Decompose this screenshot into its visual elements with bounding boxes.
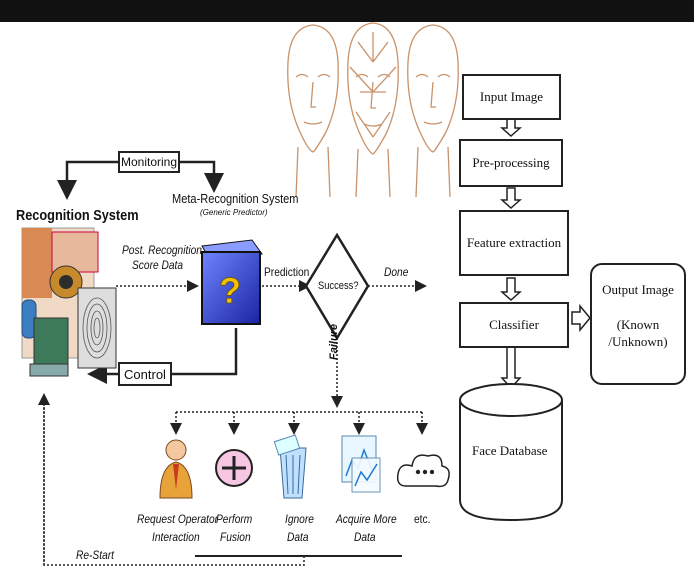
monitoring-line-left — [67, 162, 118, 195]
question-cube-icon: ? — [202, 240, 262, 324]
input-image-label: Input Image — [480, 89, 543, 105]
data-chart-icon — [342, 436, 380, 492]
action-label-ignore-2: Data — [287, 530, 309, 544]
fusion-plus-icon — [216, 450, 252, 486]
action-label-request-2: Interaction — [152, 530, 200, 544]
monitoring-line-right — [180, 162, 214, 188]
preprocessing-label: Pre-processing — [472, 155, 549, 171]
classifier-label: Classifier — [489, 317, 539, 333]
control-label: Control — [124, 367, 166, 382]
action-label-etc: etc. — [414, 512, 430, 526]
svg-text:?: ? — [219, 270, 241, 311]
control-line-right — [172, 328, 236, 374]
success-label: Success? — [318, 280, 359, 292]
score-data-label: Score Data — [132, 258, 183, 272]
output-image-box: Output Image (Known /Unknown) — [590, 263, 686, 385]
output-unknown-label: /Unknown) — [608, 333, 667, 350]
recognition-system-label: Recognition System — [16, 207, 139, 224]
action-label-acquire-2: Data — [354, 530, 376, 544]
done-label: Done — [384, 265, 408, 279]
preprocessing-box: Pre-processing — [459, 139, 563, 187]
recognition-system-collage — [22, 228, 116, 376]
generic-predictor-label: (Generic Predictor) — [200, 208, 268, 217]
classifier-box: Classifier — [459, 302, 569, 348]
meta-recognition-label: Meta-Recognition System — [172, 191, 299, 206]
monitoring-box: Monitoring — [118, 151, 180, 173]
input-image-box: Input Image — [462, 74, 561, 120]
output-image-label: Output Image — [602, 281, 674, 298]
prediction-label: Prediction — [264, 265, 309, 279]
feature-extraction-label: Feature extraction — [467, 235, 561, 251]
face-database-label: Face Database — [472, 443, 547, 459]
action-label-request-1: Request Operator — [137, 512, 218, 526]
restart-label: Re-Start — [76, 548, 114, 562]
action-label-acquire-1: Acquire More — [336, 512, 397, 526]
action-label-fusion-1: Perform — [216, 512, 252, 526]
control-box: Control — [118, 362, 172, 386]
failure-label: Failure — [328, 324, 340, 360]
post-recognition-label: Post. Recognition — [122, 243, 202, 257]
feature-extraction-box: Feature extraction — [459, 210, 569, 276]
action-label-ignore-1: Ignore — [285, 512, 314, 526]
meta-recognition-diagram: ? — [0, 0, 460, 573]
trash-bin-icon — [274, 435, 306, 498]
operator-icon — [160, 440, 192, 498]
output-known-label: (Known — [617, 316, 660, 333]
monitoring-label: Monitoring — [121, 155, 177, 169]
action-label-fusion-2: Fusion — [220, 530, 251, 544]
